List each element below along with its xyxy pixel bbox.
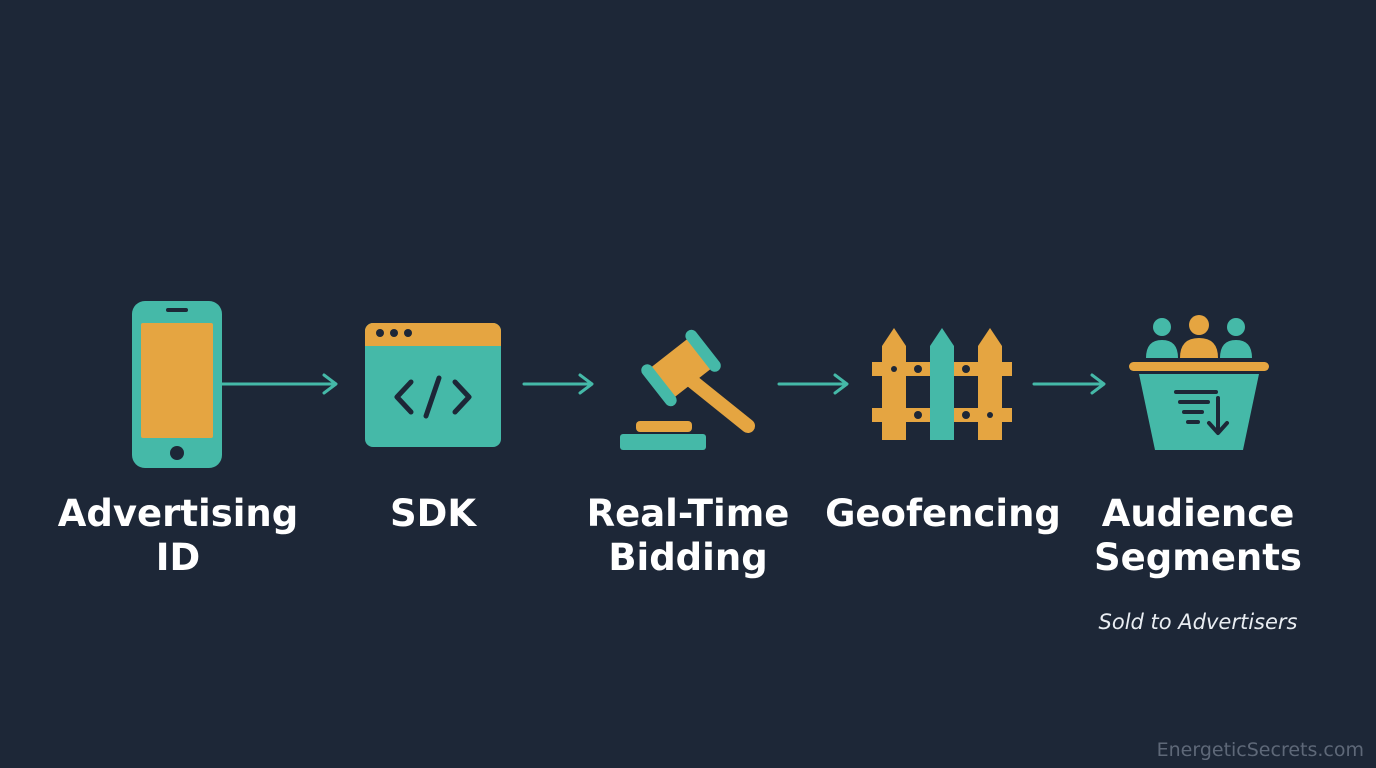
smartphone-icon bbox=[132, 301, 222, 468]
step-label-advertising-id: Advertising ID bbox=[57, 492, 299, 579]
flow-arrow-3 bbox=[777, 373, 849, 395]
step-label-audience-segments: Audience Segments bbox=[1094, 492, 1302, 579]
gavel-icon bbox=[620, 329, 755, 450]
step-label-real-time-bidding: Real-Time Bidding bbox=[586, 492, 790, 579]
step-label-geofencing: Geofencing bbox=[825, 492, 1061, 535]
step-caption-sold-to-advertisers: Sold to Advertisers bbox=[1098, 610, 1298, 634]
flow-arrow-1 bbox=[220, 373, 338, 395]
flow-arrow-4 bbox=[1032, 373, 1106, 395]
code-window-icon bbox=[365, 323, 501, 447]
audience-funnel-icon bbox=[1129, 315, 1269, 450]
step-label-sdk: SDK bbox=[389, 492, 477, 535]
watermark: EnergeticSecrets.com bbox=[1156, 739, 1364, 761]
fence-icon bbox=[872, 328, 1012, 440]
flow-arrow-2 bbox=[522, 373, 594, 395]
